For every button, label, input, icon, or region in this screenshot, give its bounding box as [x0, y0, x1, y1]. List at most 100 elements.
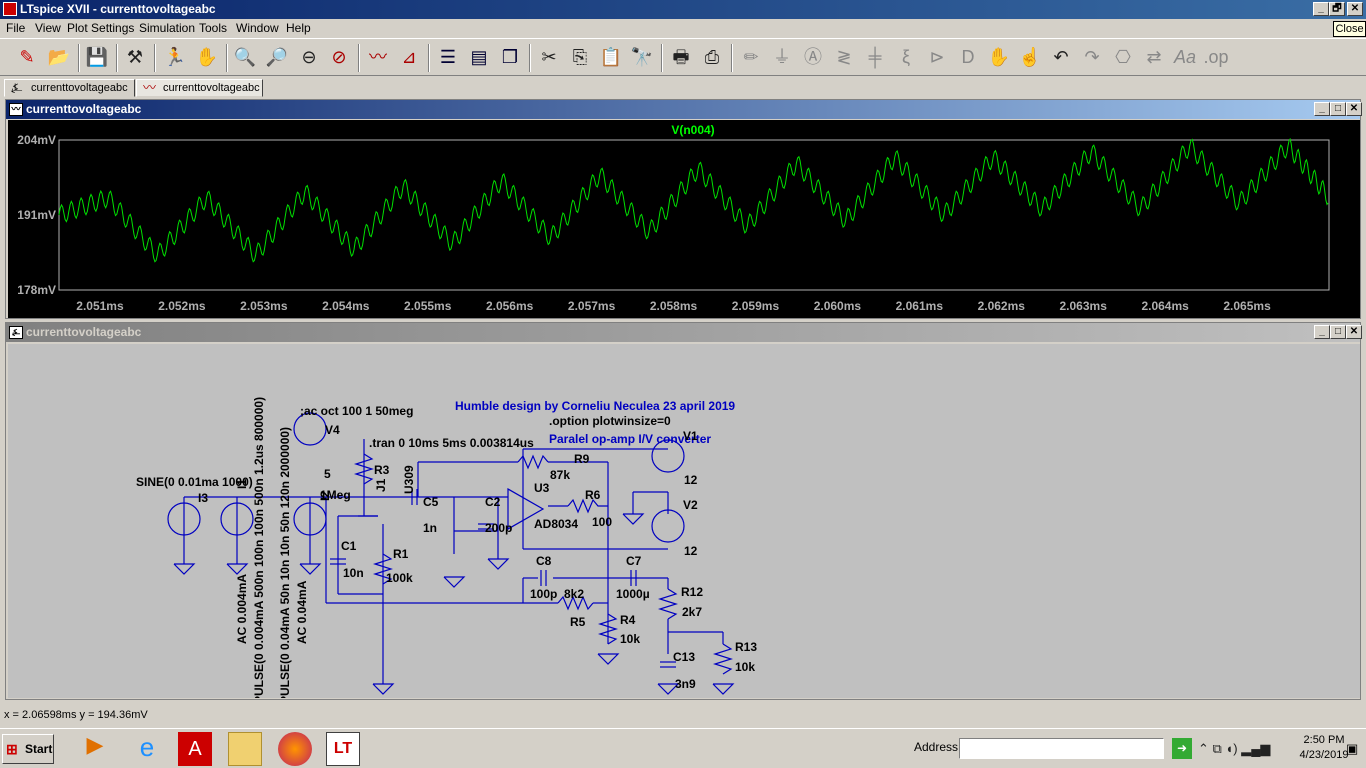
capacitor-icon[interactable]: ╪ — [868, 47, 882, 67]
notification-icon[interactable]: ▣ — [1346, 741, 1359, 756]
go-icon[interactable]: ➜ — [1172, 738, 1192, 759]
spice-directive-icon[interactable]: .op — [1203, 47, 1229, 67]
drag-icon[interactable]: ☝ — [1018, 47, 1042, 67]
r13-label: R13 — [735, 640, 757, 654]
zoom-full-icon[interactable]: ⊘ — [331, 47, 347, 67]
v4-value: 5 — [324, 467, 331, 481]
halt-icon[interactable]: ✋ — [195, 47, 219, 67]
close-tooltip: Close — [1333, 21, 1366, 37]
tab-waveform[interactable]: 〰 currenttovoltageabc — [136, 79, 263, 97]
ground-symbols — [173, 513, 735, 695]
i2-ac-text: AC 0.04mA — [295, 580, 309, 644]
ac-directive: ;ac oct 100 1 50meg — [300, 404, 413, 418]
sch-minimize-button[interactable]: _ — [1314, 325, 1330, 339]
x-tick-label: 2.055ms — [404, 299, 452, 313]
menu-file[interactable]: File — [6, 21, 26, 35]
cascade-icon[interactable]: ❐ — [501, 47, 519, 67]
x-tick-label: 2.059ms — [732, 299, 780, 313]
menu-view[interactable]: View — [35, 21, 61, 35]
r1-value: 100k — [386, 571, 413, 585]
wire-icon[interactable]: ✏ — [743, 47, 759, 67]
zoom-in-icon[interactable]: 🔍 — [233, 47, 257, 67]
i1-ac-text: AC 0.004mA — [235, 574, 249, 644]
menu-tools[interactable]: Tools — [199, 21, 228, 35]
schematic-canvas[interactable]: ;ac oct 100 1 50meg Humble design by Cor… — [8, 344, 1360, 704]
plot-restore-button[interactable]: □ — [1330, 102, 1346, 116]
sch-restore-button[interactable]: □ — [1330, 325, 1346, 339]
new-schematic-icon[interactable]: ✎ — [19, 47, 35, 67]
text-icon[interactable]: Aa — [1173, 47, 1197, 67]
windows-logo-icon: ⊞ — [6, 741, 18, 757]
diode-icon[interactable]: ⊳ — [929, 47, 945, 67]
undo-icon[interactable]: ↶ — [1053, 47, 1069, 67]
close-button[interactable]: ✕ — [1347, 2, 1363, 16]
menu-help[interactable]: Help — [286, 21, 311, 35]
waveform-window: 〰 currenttovoltageabc _ □ ✕ V(n004) 204m… — [5, 99, 1362, 319]
start-button[interactable]: ⊞ Start — [2, 734, 54, 764]
control-panel-icon[interactable]: ⚒ — [126, 47, 144, 67]
ground-icon[interactable]: ⏚ — [773, 47, 791, 67]
marker-icon[interactable]: ⊿ — [401, 47, 417, 67]
tile-vertical-icon[interactable]: ▤ — [470, 47, 488, 67]
acrobat-icon[interactable]: A — [178, 732, 212, 766]
open-icon[interactable]: 📂 — [47, 47, 71, 67]
autorange-icon[interactable]: 〰 — [369, 47, 387, 67]
menu-window[interactable]: Window — [236, 21, 279, 35]
restore-button[interactable]: 🗗 — [1329, 2, 1345, 16]
media-player-icon[interactable]: ▶ — [86, 732, 104, 757]
clock-time: 2:50 PM — [1303, 734, 1345, 746]
plot-minimize-button[interactable]: _ — [1314, 102, 1330, 116]
ltspice-app-icon — [3, 2, 17, 16]
print-setup-icon[interactable]: ⎙ — [704, 47, 720, 67]
rotate-icon[interactable]: ⎔ — [1115, 47, 1131, 67]
mirror-icon[interactable]: ⇄ — [1146, 47, 1162, 67]
menu-bar: File View Plot Settings Simulation Tools… — [0, 19, 1366, 37]
label-net-icon[interactable]: Ⓐ — [804, 47, 822, 67]
schematic-window: ⍼ currenttovoltageabc _ □ ✕ — [5, 322, 1362, 704]
internet-explorer-icon[interactable]: e — [139, 732, 155, 762]
u3-label: U3 — [534, 481, 550, 495]
y-tick-label: 191mV — [17, 208, 56, 222]
v2-value: 12 — [684, 544, 698, 558]
firefox-icon[interactable] — [278, 732, 312, 766]
pan-icon[interactable]: 🔎 — [265, 47, 289, 67]
schematic-drawing[interactable]: ;ac oct 100 1 50meg Humble design by Cor… — [8, 344, 1360, 704]
tab-schematic[interactable]: ⍼ currenttovoltageabc — [4, 79, 135, 97]
c2-label: C2 — [485, 495, 501, 509]
component-icon[interactable]: D — [961, 47, 975, 67]
r4-label: R4 — [620, 613, 636, 627]
zoom-out-icon[interactable]: ⊖ — [301, 47, 317, 67]
sch-close-button[interactable]: ✕ — [1346, 325, 1362, 339]
plot-close-button[interactable]: ✕ — [1346, 102, 1362, 116]
r4-value: 10k — [620, 632, 640, 646]
resistor-icon[interactable]: ≷ — [836, 47, 852, 67]
minimize-button[interactable]: _ — [1313, 2, 1329, 16]
redo-icon[interactable]: ↷ — [1084, 47, 1100, 67]
menu-plot-settings[interactable]: Plot Settings — [67, 21, 135, 35]
r13-value: 10k — [735, 660, 755, 674]
r3-label: R3 — [374, 463, 390, 477]
i2-pulse-text: PULSE(0 0.04mA 50n 10n 10n 50n 120n 2000… — [278, 427, 292, 698]
save-icon[interactable]: 💾 — [85, 47, 109, 67]
print-icon[interactable]: 🖶 — [672, 47, 690, 67]
c13-label: C13 — [673, 650, 695, 664]
address-input[interactable] — [959, 738, 1164, 759]
x-tick-label: 2.065ms — [1223, 299, 1271, 313]
waveform-window-icon: 〰 — [9, 103, 23, 116]
run-icon[interactable]: 🏃 — [163, 47, 187, 67]
menu-simulation[interactable]: Simulation — [139, 21, 196, 35]
file-explorer-icon[interactable] — [228, 732, 262, 766]
find-icon[interactable]: 🔭 — [630, 47, 654, 67]
tile-horizontal-icon[interactable]: ☰ — [439, 47, 457, 67]
paste-icon[interactable]: 📋 — [599, 47, 623, 67]
cut-icon[interactable]: ✂ — [541, 47, 557, 67]
inductor-icon[interactable]: ξ — [901, 47, 911, 67]
copy-icon[interactable]: ⎘ — [572, 47, 588, 67]
ltspice-taskbar-icon[interactable]: LT — [326, 732, 360, 766]
c2-value: 200p — [485, 521, 512, 535]
move-icon[interactable]: ✋ — [987, 47, 1011, 67]
c8-label: C8 — [536, 554, 552, 568]
r6-label: R6 — [585, 488, 601, 502]
